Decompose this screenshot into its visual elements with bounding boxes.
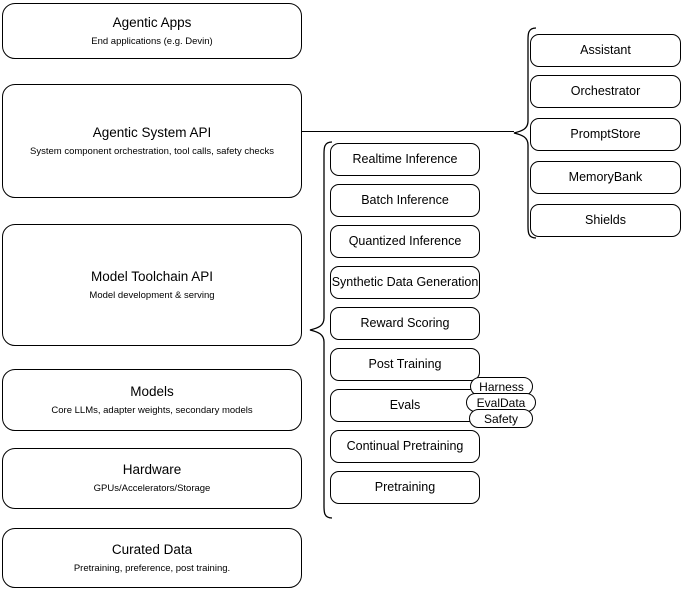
chip-realtime-inference[interactable]: Realtime Inference [330, 143, 480, 176]
brace-system-components [513, 27, 537, 239]
chip-label: Synthetic Data Generation [331, 274, 479, 289]
chip-label: Orchestrator [570, 83, 641, 98]
layer-card-curated-data[interactable]: Curated Data Pretraining, preference, po… [2, 528, 302, 588]
pill-label: Harness [479, 379, 524, 394]
chip-post-training[interactable]: Post Training [330, 348, 480, 381]
chip-label: Reward Scoring [360, 315, 450, 330]
layer-subtitle: Pretraining, preference, post training. [73, 562, 231, 574]
chip-label: Quantized Inference [348, 233, 462, 248]
layer-title: Hardware [122, 462, 182, 478]
chip-label: Evals [389, 397, 421, 412]
layer-title: Model Toolchain API [90, 268, 214, 284]
chip-evals[interactable]: Evals [330, 389, 480, 422]
chip-promptstore[interactable]: PromptStore [530, 118, 681, 151]
chip-reward-scoring[interactable]: Reward Scoring [330, 307, 480, 340]
layer-card-agentic-apps[interactable]: Agentic Apps End applications (e.g. Devi… [2, 3, 302, 59]
layer-title: Models [130, 383, 174, 399]
layer-title: Curated Data [111, 541, 193, 557]
connector-line-system-api [302, 131, 514, 132]
layer-title: Agentic Apps [112, 14, 192, 30]
pill-label: Safety [483, 411, 519, 426]
chip-batch-inference[interactable]: Batch Inference [330, 184, 480, 217]
chip-label: Post Training [368, 356, 442, 371]
layer-subtitle: System component orchestration, tool cal… [30, 145, 274, 157]
pill-safety[interactable]: Safety [469, 409, 533, 428]
chip-label: Assistant [580, 42, 631, 57]
layer-subtitle: Model development & serving [89, 289, 215, 301]
chip-label: Shields [585, 212, 626, 227]
layer-subtitle: GPUs/Accelerators/Storage [93, 483, 211, 494]
chip-shields[interactable]: Shields [530, 204, 681, 237]
chip-continual-pretraining[interactable]: Continual Pretraining [330, 430, 480, 463]
chip-label: Continual Pretraining [346, 438, 464, 453]
layer-card-model-toolchain-api[interactable]: Model Toolchain API Model development & … [2, 224, 302, 346]
layer-card-hardware[interactable]: Hardware GPUs/Accelerators/Storage [2, 448, 302, 509]
layer-card-agentic-system-api[interactable]: Agentic System API System component orch… [2, 84, 302, 198]
layer-subtitle: End applications (e.g. Devin) [91, 35, 213, 47]
layer-subtitle: Core LLMs, adapter weights, secondary mo… [51, 404, 253, 416]
chip-label: Realtime Inference [352, 151, 458, 166]
layer-card-models[interactable]: Models Core LLMs, adapter weights, secon… [2, 369, 302, 431]
chip-memorybank[interactable]: MemoryBank [530, 161, 681, 194]
chip-assistant[interactable]: Assistant [530, 34, 681, 67]
chip-synthetic-data-generation[interactable]: Synthetic Data Generation [330, 266, 480, 299]
chip-label: PromptStore [570, 126, 641, 141]
chip-label: Pretraining [374, 479, 436, 494]
pill-label: EvalData [476, 395, 526, 410]
brace-toolchain-capabilities [309, 141, 333, 519]
chip-pretraining[interactable]: Pretraining [330, 471, 480, 504]
chip-label: Batch Inference [361, 192, 449, 207]
chip-label: MemoryBank [568, 169, 643, 184]
layer-title: Agentic System API [92, 124, 212, 140]
pill-evaldata[interactable]: EvalData [466, 393, 536, 412]
chip-quantized-inference[interactable]: Quantized Inference [330, 225, 480, 258]
chip-orchestrator[interactable]: Orchestrator [530, 75, 681, 108]
